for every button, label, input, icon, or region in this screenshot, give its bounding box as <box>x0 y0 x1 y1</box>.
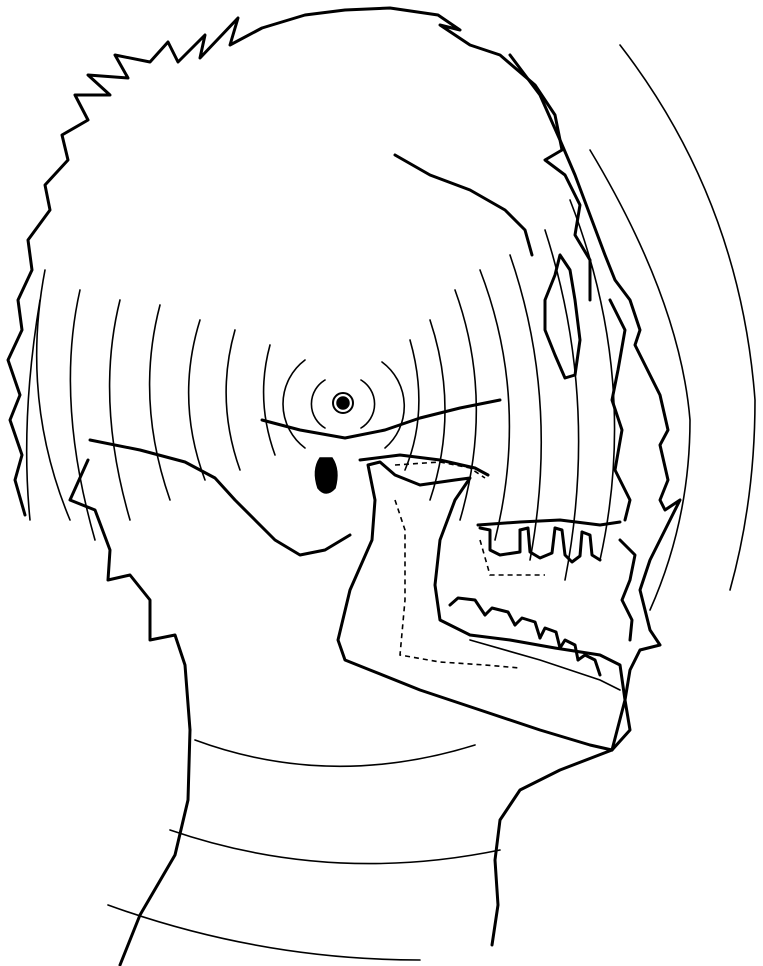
outer-wave-1 <box>590 150 690 610</box>
ear-canal <box>315 458 336 493</box>
wave-arc-5 <box>264 345 275 455</box>
nasal-contour <box>610 300 630 520</box>
cranium-ridge <box>395 155 532 255</box>
wave-arc-1 <box>311 380 325 428</box>
wave-arc-4 <box>382 362 404 448</box>
wave-arc-16 <box>510 255 541 560</box>
wave-arc-2 <box>361 380 375 428</box>
neck-front-outline <box>492 750 612 945</box>
upper-teeth <box>478 520 620 562</box>
eye-orbit <box>545 255 580 378</box>
wave-arc-15 <box>480 270 509 540</box>
neck-back-outline <box>120 730 190 965</box>
wave-arc-8 <box>150 305 170 500</box>
wave-arc-6 <box>226 330 240 470</box>
hair-lower-edge <box>70 460 190 730</box>
wave-arc-18 <box>570 200 615 560</box>
wave-arc-11 <box>37 270 70 520</box>
wave-arc-12 <box>405 340 419 470</box>
zygomatic-lower <box>90 440 350 555</box>
hair-outline <box>8 8 590 515</box>
sound-source-dot <box>337 397 349 409</box>
neck-wave-2 <box>170 830 500 864</box>
neck-wave-1 <box>195 740 475 766</box>
wave-arc-9 <box>110 300 130 520</box>
mandibular-canal <box>395 500 520 668</box>
neck-wave-3 <box>108 905 420 960</box>
wave-arc-7 <box>189 320 205 480</box>
wave-arc-3 <box>283 360 305 448</box>
cheek-process <box>360 455 488 475</box>
lip-contour <box>620 540 635 640</box>
outer-wave-2 <box>620 45 755 590</box>
wave-arc-13 <box>430 320 445 500</box>
mandible <box>338 462 625 750</box>
zygomatic-arch <box>262 400 500 438</box>
